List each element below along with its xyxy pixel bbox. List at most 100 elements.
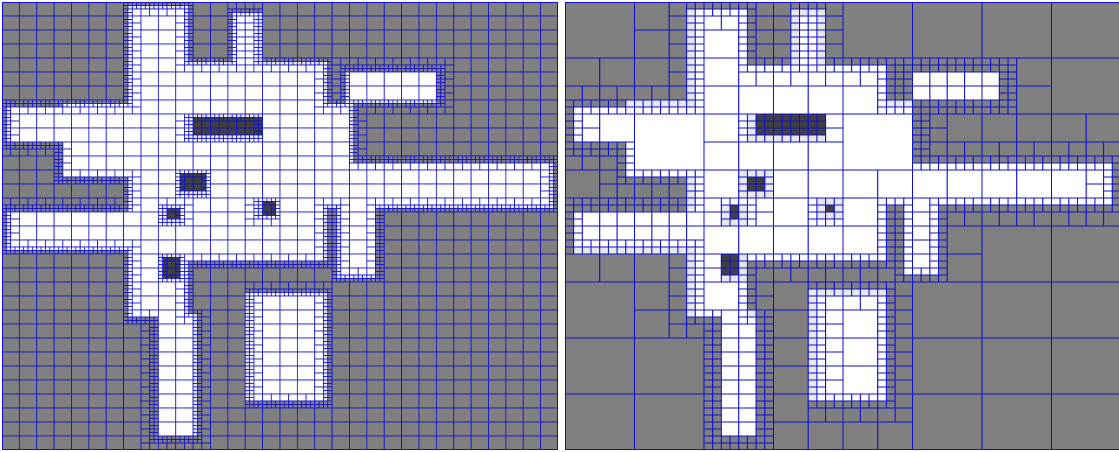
octree-cell-unknown <box>669 44 686 58</box>
octree-cell-unknown <box>635 177 644 184</box>
octree-cell-unknown <box>878 408 895 422</box>
octree-cell-unknown <box>939 212 948 219</box>
octree-cell-partial <box>350 139 354 143</box>
octree-cell-unknown <box>817 282 826 289</box>
octree-cell-unknown <box>315 436 332 450</box>
octree-cell-unknown <box>67 209 71 213</box>
octree-cell-free <box>678 170 687 177</box>
octree-cell-unknown <box>939 100 948 107</box>
octree-cell-free <box>80 104 84 108</box>
octree-cell-unknown <box>19 30 36 44</box>
octree-cell-unknown <box>617 86 634 100</box>
octree-cell-partial <box>336 209 340 213</box>
octree-cell-free <box>263 240 280 254</box>
octree-cell-free <box>574 212 583 219</box>
octree-cell-partial <box>336 212 340 216</box>
octree-cell-unknown <box>124 51 128 55</box>
octree-cell-unknown <box>137 321 141 325</box>
octree-cell-free <box>72 104 76 108</box>
octree-cell-free <box>826 128 843 142</box>
octree-cell-unknown <box>454 240 471 254</box>
octree-cell-free <box>267 293 271 297</box>
octree-cell-partial <box>323 205 327 209</box>
octree-cell-partial <box>687 86 696 93</box>
octree-cell-free <box>687 107 696 114</box>
octree-cell-partial <box>739 261 748 268</box>
octree-cell-unknown <box>489 310 506 324</box>
octree-cell-unknown <box>37 16 54 30</box>
octree-cell-unknown <box>176 440 180 444</box>
octree-cell-partial <box>158 254 162 258</box>
octree-cell-unknown <box>67 205 71 209</box>
octree-cell-partial <box>258 212 262 216</box>
octree-cell-free <box>643 240 652 247</box>
octree-cell-unknown <box>332 93 341 100</box>
octree-cell-unknown <box>1069 212 1086 226</box>
octree-cell-unknown <box>332 244 336 248</box>
octree-cell-unknown <box>15 146 19 150</box>
octree-cell-free <box>515 163 524 170</box>
octree-cell-occupied <box>800 128 809 135</box>
octree-cell-unknown <box>245 268 262 282</box>
octree-cell-unknown <box>423 69 427 73</box>
octree-cell-unknown <box>384 408 401 422</box>
octree-cell-free <box>808 86 843 114</box>
octree-cell-unknown <box>747 16 756 23</box>
octree-cell-free <box>267 198 271 202</box>
octree-cell-free <box>176 282 185 289</box>
octree-cell-unknown <box>1034 142 1051 156</box>
octree-cell-unknown <box>367 324 384 338</box>
octree-cell-unknown <box>402 226 419 240</box>
octree-cell-unknown <box>219 261 223 265</box>
octree-cell-unknown <box>393 69 397 73</box>
octree-cell-unknown <box>436 83 440 87</box>
octree-cell-partial <box>397 205 401 209</box>
octree-cell-unknown <box>141 324 150 331</box>
octree-cell-unknown <box>154 370 158 374</box>
octree-cell-free <box>245 13 249 17</box>
octree-cell-unknown <box>124 303 128 307</box>
octree-cell-unknown <box>89 72 106 86</box>
octree-cell-occupied <box>756 177 765 184</box>
octree-cell-partial <box>310 62 314 66</box>
octree-cell-unknown <box>328 223 332 227</box>
octree-cell-partial <box>345 100 349 104</box>
octree-cell-unknown <box>930 275 939 282</box>
octree-cell-unknown <box>423 160 427 164</box>
octree-cell-unknown <box>367 69 371 73</box>
octree-cell-free <box>704 114 739 142</box>
octree-cell-occupied <box>237 128 246 135</box>
octree-cell-free <box>643 170 652 177</box>
octree-cell-free <box>582 226 599 240</box>
octree-cell-unknown <box>115 100 119 104</box>
octree-cell-free <box>904 205 913 212</box>
octree-cell-unknown <box>384 156 388 160</box>
octree-cell-occupied <box>189 174 193 178</box>
octree-cell-partial <box>350 104 354 108</box>
octree-cell-unknown <box>328 62 332 66</box>
octree-cell-unknown <box>358 114 367 121</box>
octree-cell-unknown <box>982 394 1052 450</box>
octree-cell-partial <box>332 205 336 209</box>
octree-cell-free <box>886 198 895 205</box>
octree-cell-unknown <box>982 282 1052 338</box>
octree-cell-unknown <box>913 2 983 58</box>
octree-cell-partial <box>150 6 154 10</box>
octree-cell-free <box>695 107 704 114</box>
octree-cell-unknown <box>197 370 201 374</box>
octree-cell-unknown <box>489 324 506 338</box>
octree-cell-partial <box>436 205 440 209</box>
octree-cell-free <box>72 226 89 240</box>
octree-cell-free <box>250 300 254 304</box>
octree-cell-free <box>608 107 617 114</box>
octree-cell-partial <box>549 170 553 174</box>
octree-cell-unknown <box>19 156 36 170</box>
octree-cell-unknown <box>332 310 349 324</box>
octree-cell-unknown <box>930 114 947 128</box>
octree-cell-occupied <box>167 209 171 213</box>
octree-cell-free <box>904 226 913 233</box>
octree-cell-unknown <box>471 338 488 352</box>
octree-cell-unknown <box>704 380 713 387</box>
octree-cell-unknown <box>202 310 211 317</box>
octree-cell-unknown <box>63 100 67 104</box>
